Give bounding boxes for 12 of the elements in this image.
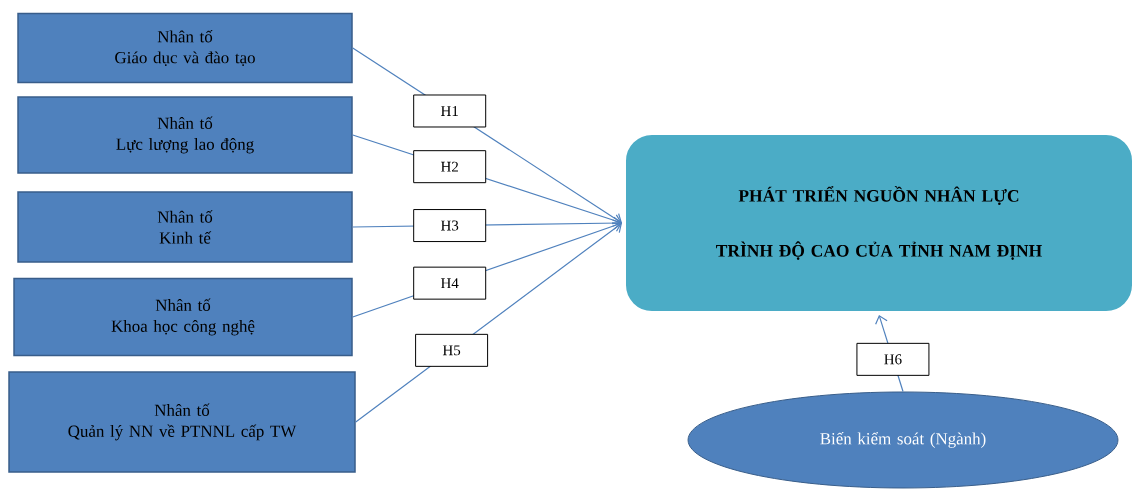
edge-label: H4 <box>413 266 487 300</box>
edge-label: H3 <box>413 209 487 243</box>
factor-box: Nhân tố Giáo dục và đào tạo <box>17 12 353 84</box>
edge-label: H1 <box>413 94 487 128</box>
factor-box: Nhân tố Lực lượng lao động <box>17 96 353 174</box>
factor-box: Nhân tố Khoa học công nghệ <box>13 277 353 357</box>
edge-label: H5 <box>415 333 489 367</box>
factor-box: Nhân tố Kinh tế <box>17 191 353 263</box>
outcome-box: PHÁT TRIỂN NGUỒN NHÂN LỰC TRÌNH ĐỘ CAO CỦA TỈNH NAM ĐỊNH <box>622 131 1136 315</box>
edge-label: H2 <box>413 150 487 184</box>
factor-box: Nhân tố Quản lý NN về PTNNL cấp TW <box>8 371 356 473</box>
edge-label: H6 <box>856 342 930 376</box>
